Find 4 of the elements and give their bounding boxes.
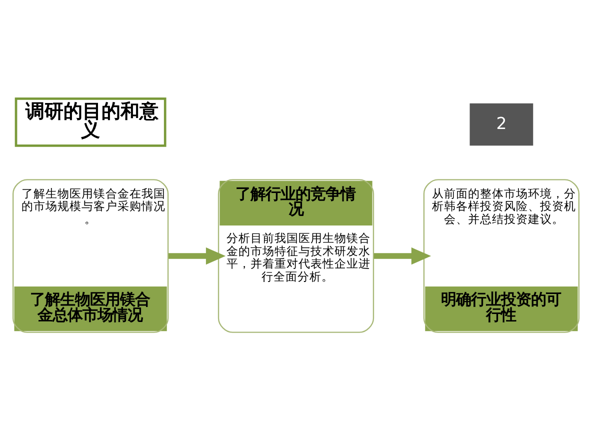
label: 2 — [496, 114, 507, 133]
arrow — [168, 247, 226, 265]
arrow — [374, 247, 432, 265]
node-box: 调研的目的和意义 — [14, 98, 166, 147]
